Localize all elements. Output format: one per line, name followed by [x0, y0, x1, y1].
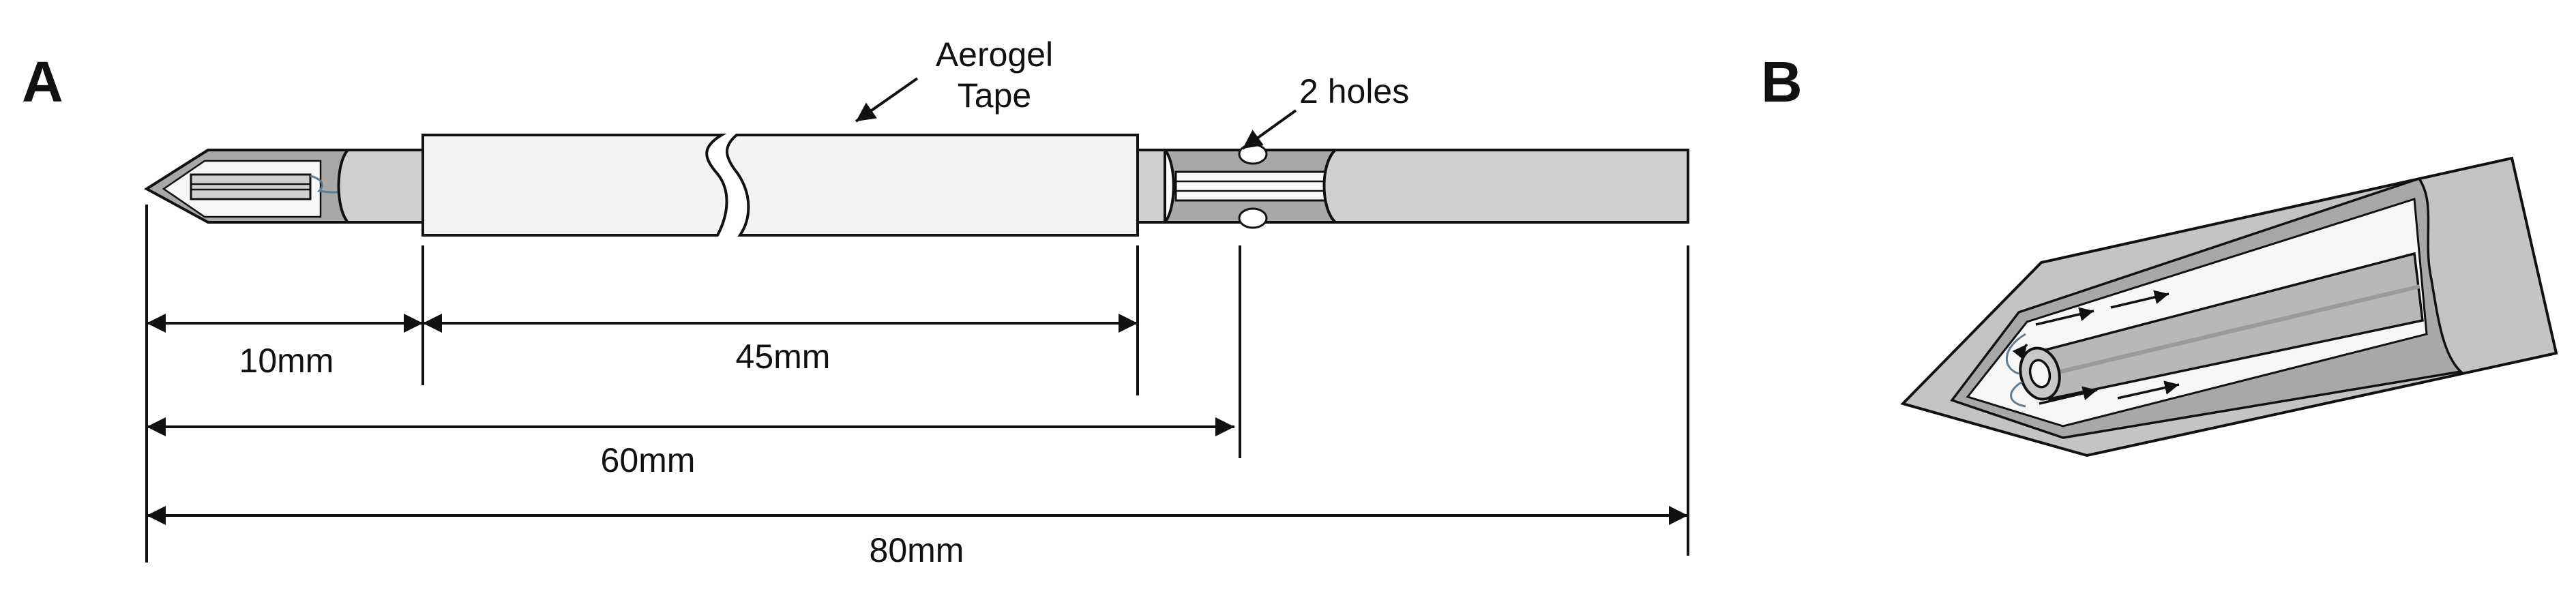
extension-lines	[145, 205, 1689, 562]
dim-label-60mm: 60mm	[600, 441, 696, 479]
panel-label-b: B	[1761, 50, 1803, 114]
panel-label-a: A	[22, 50, 63, 114]
dim-label-80mm: 80mm	[869, 531, 964, 569]
aerogel-callout-line2: Tape	[957, 76, 1032, 115]
probe-shaft-front	[337, 149, 424, 224]
probe-tip-cutaway	[1900, 156, 2558, 457]
holes-callout-arrow	[1241, 109, 1297, 150]
probe-shaft-rear	[1322, 149, 1689, 224]
probe-tip	[144, 149, 352, 224]
bottom-hole	[1238, 207, 1268, 229]
dimension-lines	[147, 314, 1688, 525]
aerogel-tape-callout: Aerogel Tape	[933, 34, 1056, 116]
holes-callout: 2 holes	[1299, 72, 1410, 110]
probe-side-view	[144, 134, 1689, 237]
aerogel-callout-arrow	[855, 77, 919, 123]
dim-label-45mm: 45mm	[735, 338, 831, 376]
flow-arrows	[2012, 290, 2180, 405]
aerogel-callout-line1: Aerogel	[935, 35, 1054, 74]
aerogel-tape	[421, 134, 1139, 237]
dim-label-10mm: 10mm	[239, 342, 334, 380]
probe-hole-section	[1136, 143, 1339, 229]
